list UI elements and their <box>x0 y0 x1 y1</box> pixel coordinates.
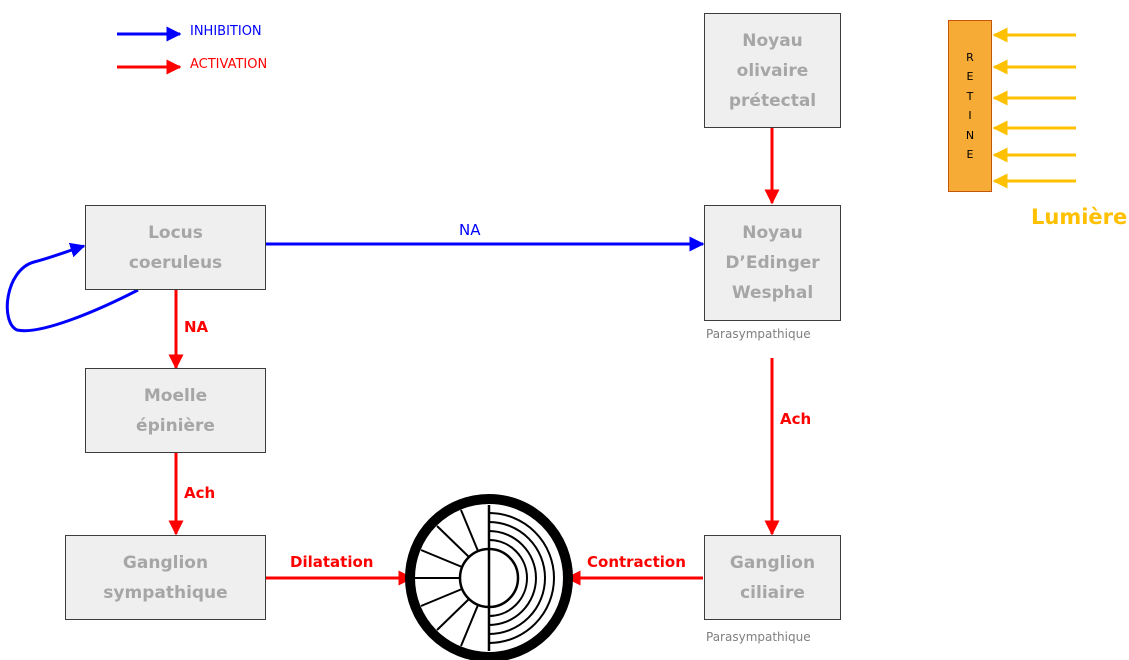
retina-letter: R <box>966 50 974 64</box>
node-moelle-epiniere-label: Moelle épinière <box>136 385 215 436</box>
node-edinger-wesphal-label: Noyau D’Edinger Wesphal <box>725 223 820 303</box>
node-locus-coeruleus-label: Locus coeruleus <box>128 222 223 273</box>
node-locus-coeruleus: Locus coeruleus <box>85 205 266 290</box>
edge-label-moelle-ganglion: Ach <box>184 484 216 502</box>
retina-letter: E <box>966 148 974 161</box>
caption-edinger-parasympathique: Parasympathique <box>706 327 811 341</box>
node-noyau-olivaire: Noyau olivaire prétectal <box>704 13 841 128</box>
retina-bar: R E T I N E <box>948 20 992 192</box>
retina-letter: N <box>965 128 975 142</box>
edge-label-edinger-ciliaire: Ach <box>780 410 812 428</box>
light-label: Lumière <box>1031 205 1128 229</box>
edge-label-contraction: Contraction <box>587 553 686 571</box>
caption-ciliaire-parasympathique: Parasympathique <box>706 630 811 644</box>
retina-letter: I <box>968 109 972 122</box>
legend-inhibition-label: INHIBITION <box>190 24 262 39</box>
arrow-locus-selfloop <box>5 242 139 333</box>
edge-label-locus-moelle: NA <box>184 318 209 336</box>
node-edinger-wesphal: Noyau D’Edinger Wesphal <box>704 205 841 321</box>
node-moelle-epiniere: Moelle épinière <box>85 368 266 453</box>
iris-icon <box>405 494 573 660</box>
edge-label-locus-edinger: NA <box>459 221 481 239</box>
node-ganglion-ciliaire-label: Ganglion ciliaire <box>729 552 816 603</box>
node-ganglion-sympathique: Ganglion sympathique <box>65 535 266 620</box>
edge-label-dilatation: Dilatation <box>290 553 374 571</box>
retina-letter: T <box>966 89 974 103</box>
retina-letter: E <box>966 70 974 83</box>
light-arrows <box>992 27 1076 189</box>
node-ganglion-ciliaire: Ganglion ciliaire <box>704 535 841 620</box>
node-noyau-olivaire-label: Noyau olivaire prétectal <box>728 30 817 111</box>
legend-activation-label: ACTIVATION <box>190 57 268 72</box>
node-ganglion-sympathique-label: Ganglion sympathique <box>103 552 228 603</box>
